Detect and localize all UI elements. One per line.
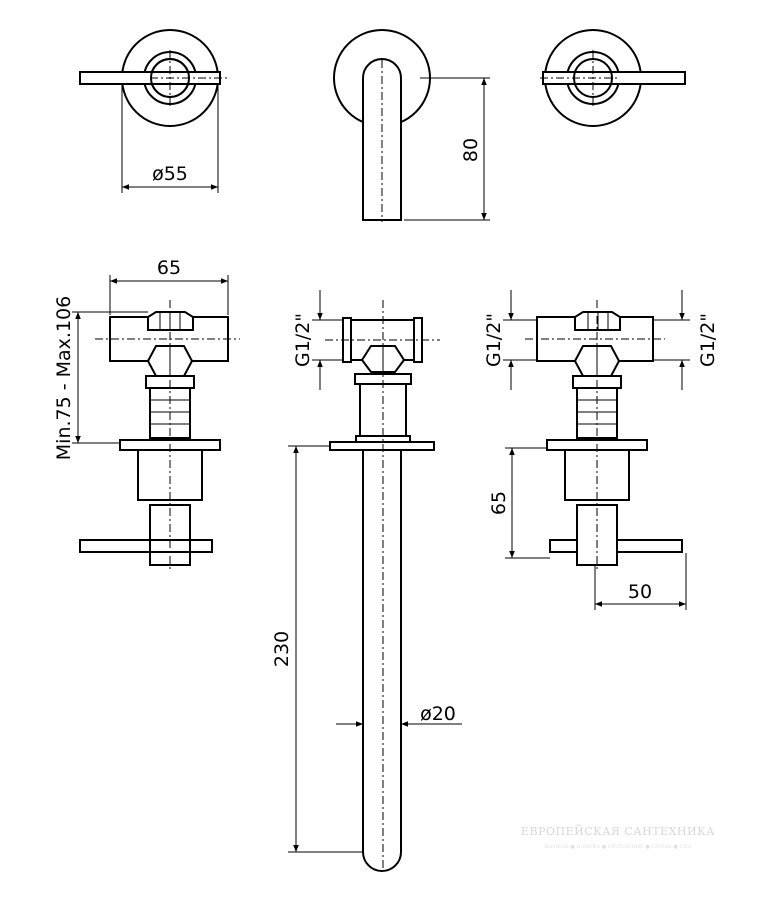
dimension-65-width: 65 (157, 257, 181, 279)
watermark-title: ЕВРОПЕЙСКАЯ САНТЕХНИКА (521, 824, 715, 838)
dimension-thread-right-b: G1/2" (697, 313, 719, 367)
top-view-right-handle (540, 29, 686, 127)
dimension-dia20: ø20 (420, 703, 456, 725)
dimension-80: 80 (460, 138, 482, 162)
side-view-spout: G1/2" 230 ø20 (271, 290, 462, 872)
side-view-left-valve: 65 Min.75 - Max.106 (53, 257, 240, 570)
dimension-thread-right-a: G1/2" (483, 313, 505, 367)
top-view-left-handle: ø55 (79, 29, 230, 193)
top-view-spout: 80 (333, 29, 490, 222)
side-view-right-valve: G1/2" G1/2" 65 50 (483, 290, 719, 610)
dimension-min-max: Min.75 - Max.106 (53, 296, 75, 460)
dimension-thread-center: G1/2" (292, 313, 314, 367)
dimension-230: 230 (271, 631, 293, 667)
watermark-subtitle: КАМЕНЬ ● ПЛИТКА ● ОТОПЛЕНИЕ ● САУНЫ ● СП… (545, 844, 692, 850)
dimension-50: 50 (628, 581, 652, 603)
dimension-dia55: ø55 (152, 163, 188, 185)
dimension-65-height: 65 (488, 491, 510, 515)
